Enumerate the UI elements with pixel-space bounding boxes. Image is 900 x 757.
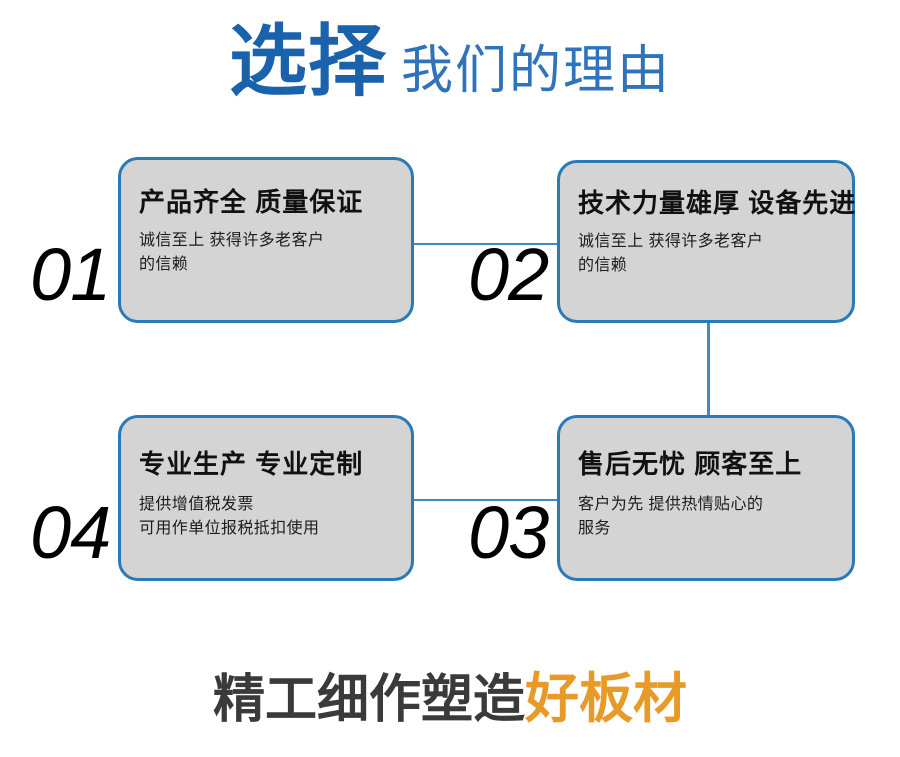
connector-line-04-to-03	[414, 499, 559, 501]
reason-card-02[interactable]: 技术力量雄厚 设备先进 诚信至上 获得许多老客户 的信赖	[557, 160, 855, 323]
footer-slogan: 精工细作塑造好板材	[0, 672, 900, 726]
connector-line-02-to-03	[707, 322, 710, 417]
page-title-subtext: 我们的理由	[401, 42, 672, 100]
reason-card-01[interactable]: 产品齐全 质量保证 诚信至上 获得许多老客户 的信赖	[118, 157, 414, 323]
reason-card-04[interactable]: 专业生产 专业定制 提供增值税发票 可用作单位报税抵扣使用	[118, 415, 414, 581]
page-title-emphasis: 选择	[228, 17, 387, 105]
reason-card-01-description: 诚信至上 获得许多老客户 的信赖	[139, 231, 325, 274]
footer-slogan-main: 精工细作塑造	[212, 671, 525, 729]
reason-card-02-title: 技术力量雄厚 设备先进	[578, 188, 857, 218]
page-title: 选择我们的理由	[0, 22, 900, 100]
reason-card-02-description: 诚信至上 获得许多老客户 的信赖	[578, 232, 764, 275]
reason-card-04-title: 专业生产 专业定制	[139, 449, 364, 479]
reason-card-03[interactable]: 售后无忧 顾客至上 客户为先 提供热情贴心的 服务	[557, 415, 855, 581]
connector-line-01-to-02	[414, 243, 559, 245]
reason-card-01-title: 产品齐全 质量保证	[139, 187, 364, 217]
reason-card-04-description: 提供增值税发票 可用作单位报税抵扣使用	[139, 495, 320, 538]
reason-card-03-title: 售后无忧 顾客至上	[578, 449, 803, 479]
step-number-03: 03	[468, 491, 549, 574]
step-number-02: 02	[468, 233, 549, 316]
footer-slogan-accent: 好板材	[525, 669, 687, 729]
step-number-04: 04	[30, 491, 111, 574]
step-number-01: 01	[30, 233, 111, 316]
reason-card-03-description: 客户为先 提供热情贴心的 服务	[578, 495, 764, 538]
